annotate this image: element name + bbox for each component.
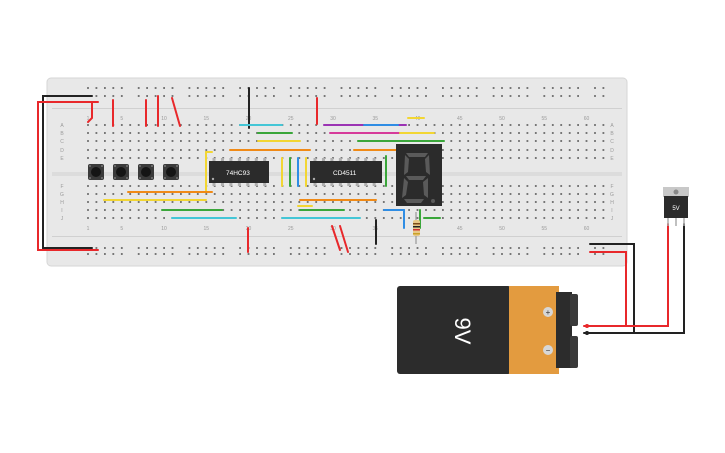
column-number: 15 <box>204 116 210 122</box>
column-number: 55 <box>542 116 548 122</box>
column-number: 45 <box>457 226 463 232</box>
column-number: 1 <box>87 116 90 122</box>
row-letter: C <box>60 139 64 145</box>
pushbutton-icon[interactable] <box>138 164 154 180</box>
wire-red-reg[interactable] <box>589 223 669 327</box>
column-number: 50 <box>499 226 505 232</box>
column-number: 50 <box>499 116 505 122</box>
wire-black-left[interactable] <box>42 95 93 249</box>
row-letter: F <box>60 184 63 190</box>
column-number: 25 <box>288 116 294 122</box>
wires[interactable] <box>37 87 685 334</box>
row-letter: J <box>611 216 614 222</box>
wire-red-diag[interactable] <box>171 97 181 127</box>
column-number: 15 <box>204 226 210 232</box>
battery-minus-symbol: − <box>546 346 551 355</box>
row-letter: F <box>610 184 613 190</box>
battery-label: 9V <box>450 318 475 345</box>
column-number: 5 <box>120 116 123 122</box>
row-letter: G <box>60 192 64 198</box>
column-number: 60 <box>584 226 590 232</box>
row-letter: D <box>610 148 614 154</box>
row-letter: H <box>60 200 64 206</box>
row-letter: B <box>60 131 64 137</box>
row-letter: J <box>61 216 64 222</box>
row-letter: A <box>610 123 614 129</box>
pushbuttons[interactable] <box>88 164 179 180</box>
column-number: 1 <box>87 226 90 232</box>
column-number: 35 <box>373 116 379 122</box>
ic-74hc93[interactable]: 74HC93 <box>209 158 269 186</box>
pushbutton-icon[interactable] <box>88 164 104 180</box>
column-number: 60 <box>584 116 590 122</box>
column-number: 45 <box>457 116 463 122</box>
pushbutton-icon[interactable] <box>113 164 129 180</box>
row-letter: A <box>60 123 64 129</box>
wire-yellow-left[interactable] <box>205 151 213 193</box>
ic-74hc93-label: 74HC93 <box>226 170 250 177</box>
battery-9v[interactable]: 9V + − <box>397 286 589 374</box>
row-letter: C <box>610 139 614 145</box>
column-number: 55 <box>542 226 548 232</box>
row-letter: I <box>61 208 62 214</box>
resistor-icon[interactable] <box>413 212 420 244</box>
column-number: 30 <box>330 116 336 122</box>
pushbutton-icon[interactable] <box>163 164 179 180</box>
wire-red-b3[interactable] <box>339 225 349 253</box>
row-letter: I <box>611 208 612 214</box>
ic-cd4511[interactable]: CD4511 <box>310 158 382 186</box>
wire-red-short-1[interactable] <box>87 101 93 123</box>
seven-segment-display-icon[interactable] <box>396 144 442 206</box>
column-number: 25 <box>288 226 294 232</box>
wire-black-reg[interactable] <box>589 223 685 334</box>
row-letter: E <box>610 156 614 162</box>
column-number: 5 <box>120 226 123 232</box>
row-letter: D <box>60 148 64 154</box>
battery-plus-symbol: + <box>546 308 551 317</box>
row-letter: G <box>610 192 614 198</box>
column-number: 10 <box>161 226 167 232</box>
row-letter: E <box>60 156 64 162</box>
wire-red-left[interactable] <box>37 101 99 251</box>
ic-cd4511-label: CD4511 <box>333 170 357 177</box>
row-letter: H <box>610 200 614 206</box>
column-numbers: 1155101015152020252530303535404045455050… <box>87 116 590 232</box>
regulator-label: 5V <box>672 206 679 212</box>
column-number: 10 <box>161 116 167 122</box>
voltage-regulator[interactable]: 5V <box>663 187 689 226</box>
row-letter: B <box>610 131 614 137</box>
wire-red-b2[interactable] <box>331 225 341 251</box>
